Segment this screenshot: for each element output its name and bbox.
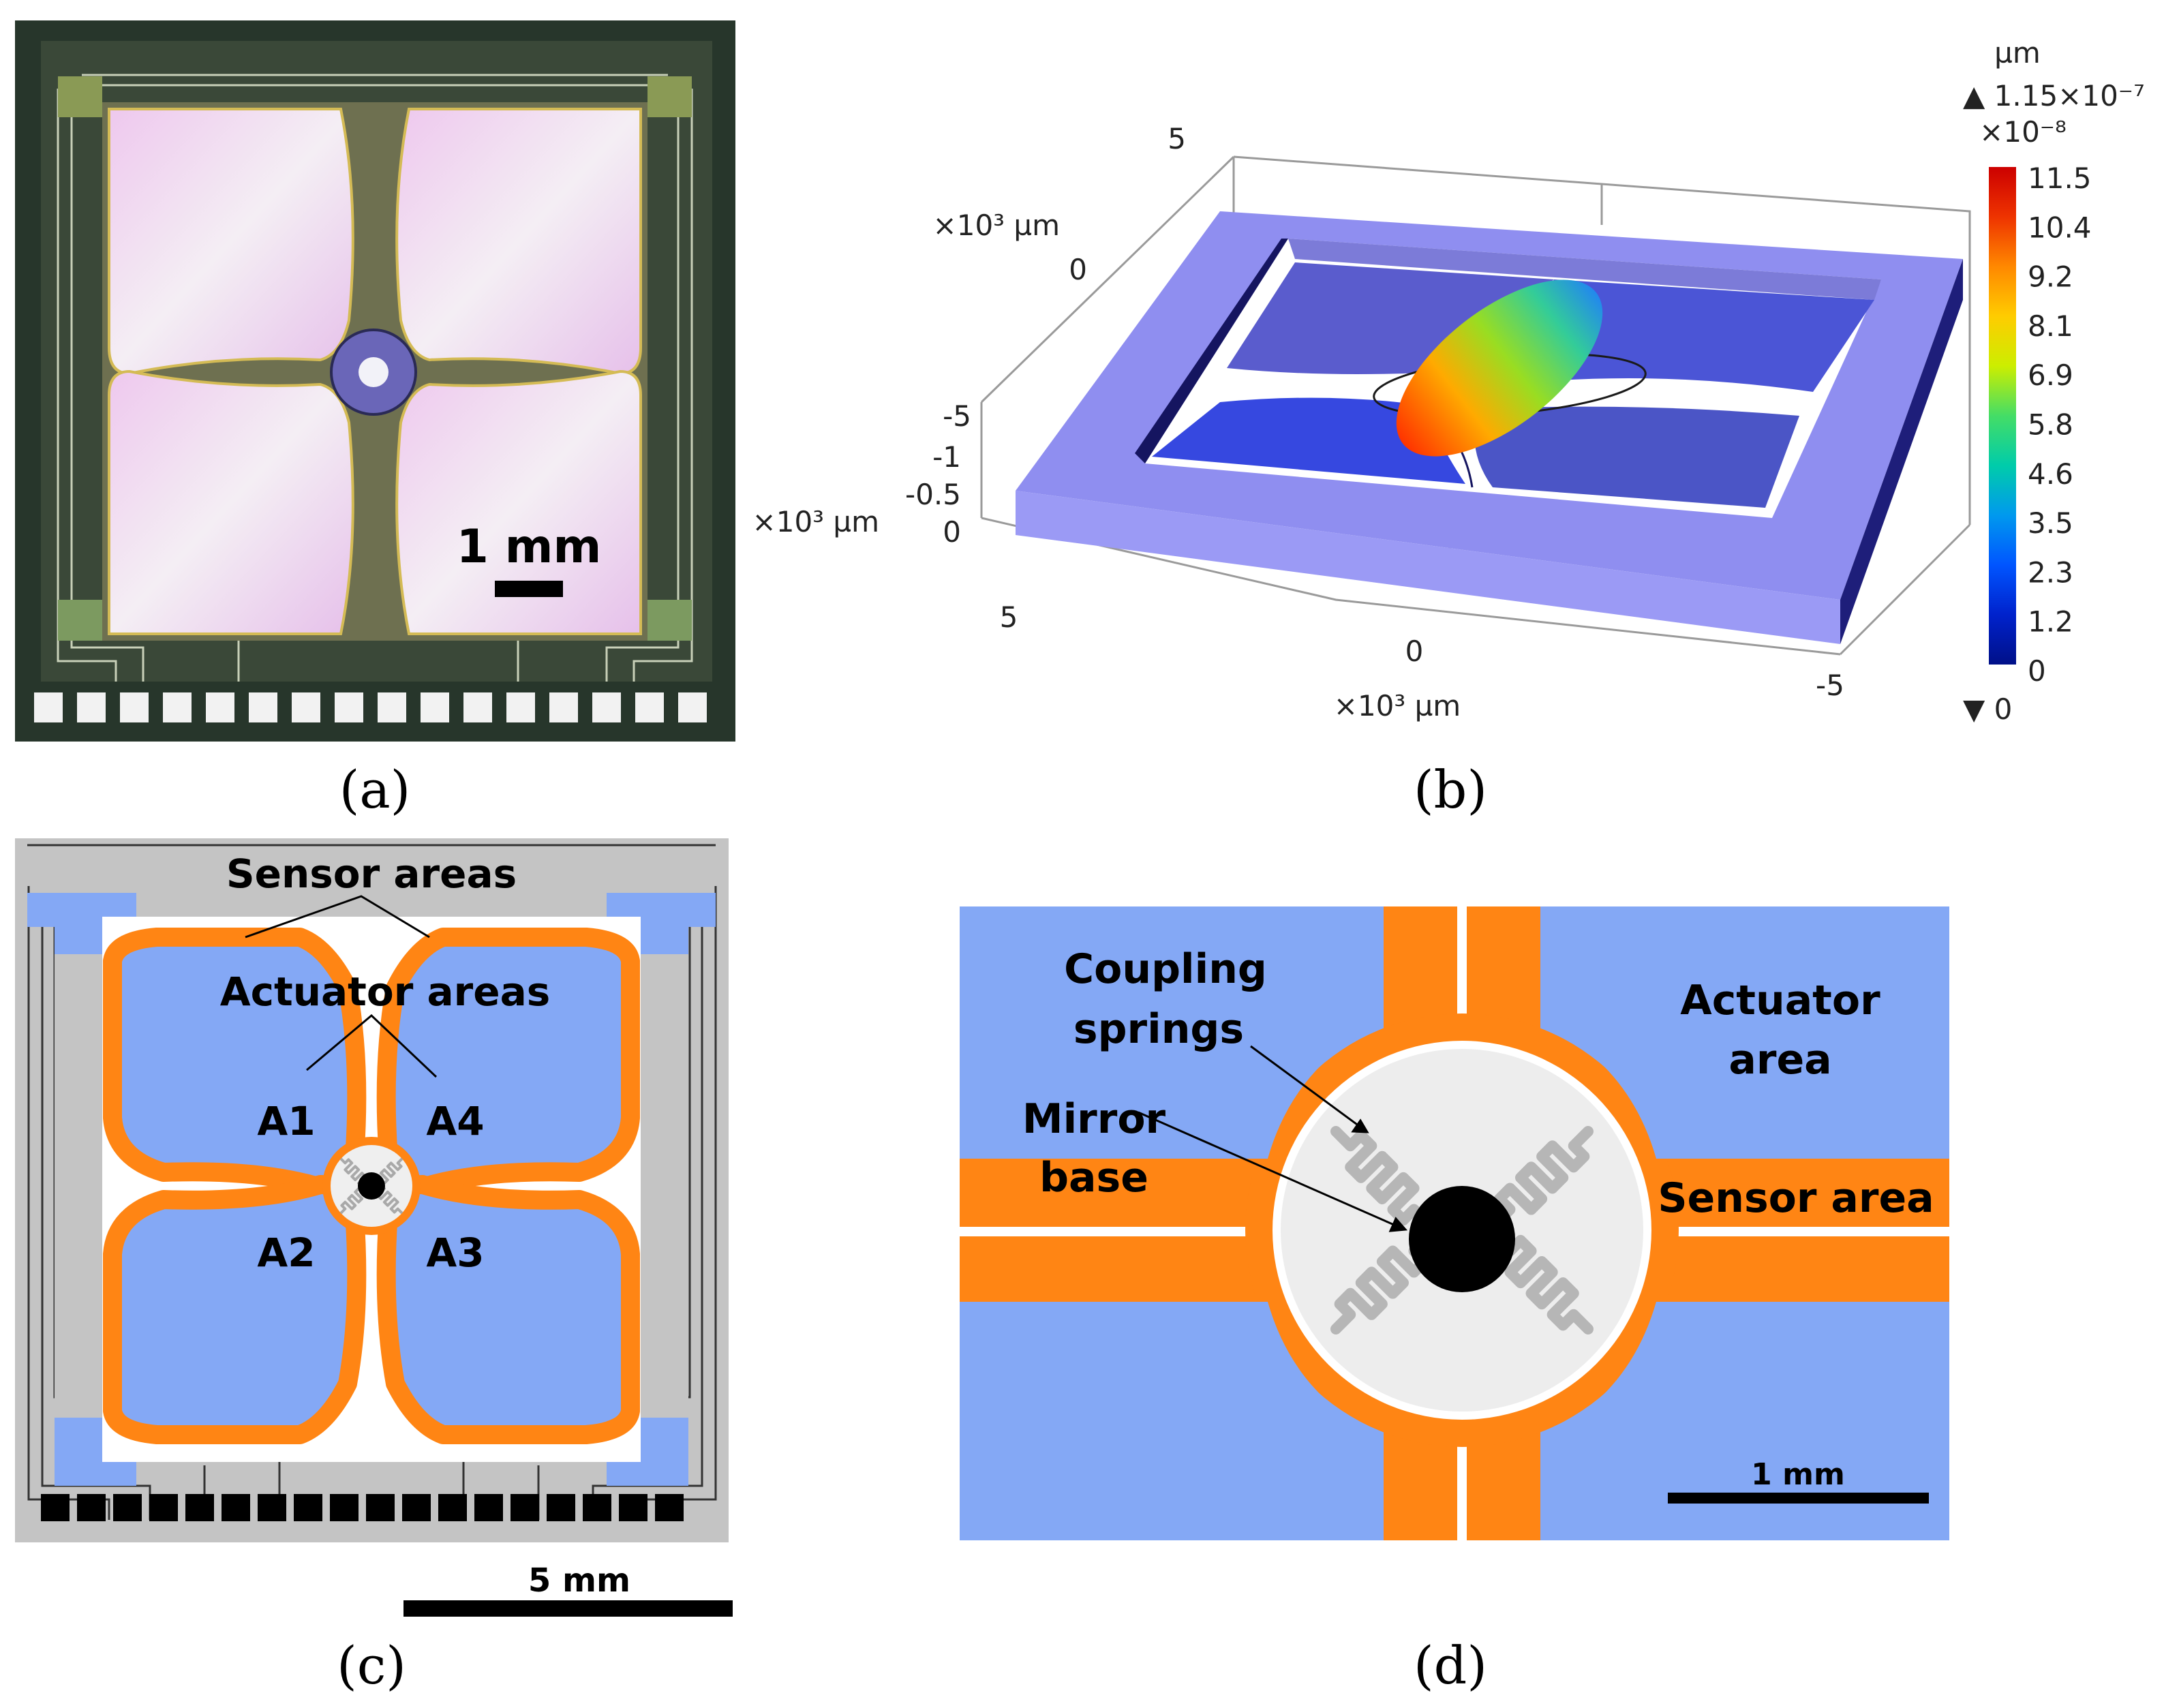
side-strip bbox=[641, 954, 688, 1404]
scale-bar-c bbox=[403, 1600, 733, 1617]
frame-side-right bbox=[1840, 259, 1963, 644]
membranes bbox=[108, 108, 642, 635]
corner-pad bbox=[647, 76, 692, 117]
quadrant-a3 bbox=[376, 1175, 640, 1444]
colorbar-tick-label: 4.6 bbox=[2028, 457, 2073, 491]
corner-pad bbox=[58, 600, 102, 641]
label-coupling-1: Coupling bbox=[1064, 945, 1267, 993]
label-sensor-area: Sensor area bbox=[1658, 1174, 1934, 1222]
label-sensor-areas: Sensor areas bbox=[226, 851, 517, 897]
colorbar-multiplier: ×10⁻⁸ bbox=[1979, 115, 2067, 149]
caption-a: (a) bbox=[339, 759, 411, 820]
colorbar-tick-label: 0 bbox=[2028, 654, 2046, 688]
sim-mirror bbox=[1373, 279, 1647, 457]
membrane-a2 bbox=[108, 369, 354, 635]
colorbar-tick-label: 10.4 bbox=[2028, 211, 2092, 244]
z-tick-3: 0 bbox=[943, 515, 961, 549]
mirror-base-c bbox=[358, 1172, 385, 1200]
label-a2: A2 bbox=[257, 1230, 315, 1276]
tick-zero-upper: 0 bbox=[1069, 253, 1087, 286]
caption-b: (b) bbox=[1414, 759, 1487, 820]
axis-unit-side: ×10³ µm bbox=[752, 505, 879, 538]
side-strip bbox=[55, 954, 102, 1404]
colorbar-min: ▼ 0 bbox=[1963, 692, 2012, 726]
colorbar: µm ▲ 1.15×10⁻⁷ ×10⁻⁸ 11.5 10.4 9.2 8.1 6.9 5.… bbox=[1963, 36, 2145, 726]
colorbar-tick-label: 3.5 bbox=[2028, 506, 2073, 540]
panel-b: 5 ×10³ µm 0 -5 -1 -0.5 0 ×10³ µm 5 0 -5 … bbox=[752, 36, 2145, 820]
bottom-tick-5: 5 bbox=[1000, 600, 1018, 634]
label-actuator-2: area bbox=[1728, 1036, 1831, 1084]
chip-traces bbox=[57, 74, 693, 682]
membrane-a3 bbox=[395, 369, 642, 635]
scale-bar-label-c: 5 mm bbox=[528, 1561, 630, 1600]
label-actuator-1: Actuator bbox=[1680, 977, 1880, 1024]
colorbar-tick-label: 2.3 bbox=[2028, 555, 2073, 589]
scale-bar-label-d: 1 mm bbox=[1751, 1457, 1845, 1492]
inner-wall-top bbox=[1288, 239, 1881, 300]
panel-d: Coupling springs Mirror base Actuator ar… bbox=[960, 906, 1949, 1696]
leader-lines-c bbox=[245, 895, 438, 1078]
label-a1: A1 bbox=[257, 1098, 315, 1144]
label-actuator-areas: Actuator areas bbox=[220, 969, 551, 1015]
colorbar-tick-label: 9.2 bbox=[2028, 260, 2073, 294]
corner-actuators-d bbox=[960, 906, 1949, 1540]
bottom-tick-0: 0 bbox=[1405, 635, 1424, 668]
caption-c: (c) bbox=[337, 1635, 406, 1696]
mirror-base-d bbox=[1409, 1186, 1515, 1292]
colorbar-max: ▲ 1.15×10⁻⁷ bbox=[1963, 79, 2145, 112]
axis-unit-bottom: ×10³ µm bbox=[1334, 689, 1461, 722]
colorbar-ticks: 11.5 10.4 9.2 8.1 6.9 5.8 4.6 3.5 2.3 1.2 0 bbox=[2028, 162, 2092, 688]
membrane-a1 bbox=[108, 108, 354, 376]
mirror-disk bbox=[1396, 279, 1603, 457]
scale-bar-a bbox=[495, 581, 563, 597]
colorbar-unit: µm bbox=[1994, 36, 2041, 70]
bottom-tick-neg5: -5 bbox=[1816, 669, 1844, 702]
scale-bar-d bbox=[1668, 1493, 1929, 1504]
z-tick-2: -0.5 bbox=[905, 478, 961, 511]
corner-pad bbox=[58, 76, 102, 117]
tick-top-5: 5 bbox=[1168, 122, 1186, 155]
panel-a: 1 mm (a) bbox=[15, 20, 735, 820]
corner-pad bbox=[647, 600, 692, 641]
colorbar-tick-label: 5.8 bbox=[2028, 408, 2073, 442]
label-mirror-1: Mirror bbox=[1022, 1095, 1166, 1143]
caption-d: (d) bbox=[1414, 1635, 1487, 1696]
colorbar-tick-label: 11.5 bbox=[2028, 162, 2092, 195]
leader-arrows-d bbox=[1138, 1045, 1408, 1232]
colorbar-tick-label: 6.9 bbox=[2028, 359, 2073, 392]
tick-neg5-upper: -5 bbox=[943, 399, 971, 433]
colorbar-scale bbox=[1989, 167, 2016, 665]
bond-pads-c bbox=[41, 1494, 684, 1521]
colorbar-tick-label: 1.2 bbox=[2028, 605, 2073, 639]
membrane-a4 bbox=[395, 108, 642, 376]
panel-c: Sensor areas Actuator areas A1 A4 A2 A3 … bbox=[15, 838, 733, 1696]
label-coupling-2: springs bbox=[1073, 1005, 1244, 1053]
bond-pads bbox=[34, 692, 707, 722]
scale-bar-label-a: 1 mm bbox=[457, 520, 602, 574]
corner-actuator-blocks bbox=[27, 893, 716, 1486]
label-mirror-2: base bbox=[1039, 1154, 1148, 1202]
mirror bbox=[359, 357, 388, 387]
z-tick-1: -1 bbox=[932, 440, 961, 474]
axis-unit-upper: ×10³ µm bbox=[933, 209, 1060, 242]
quadrant-a2 bbox=[103, 1175, 367, 1444]
inner-wall-left bbox=[1135, 239, 1288, 463]
label-a3: A3 bbox=[426, 1230, 484, 1276]
frame-side-front bbox=[1016, 491, 1840, 644]
colorbar-tick-label: 8.1 bbox=[2028, 309, 2073, 343]
label-a4: A4 bbox=[426, 1098, 484, 1144]
